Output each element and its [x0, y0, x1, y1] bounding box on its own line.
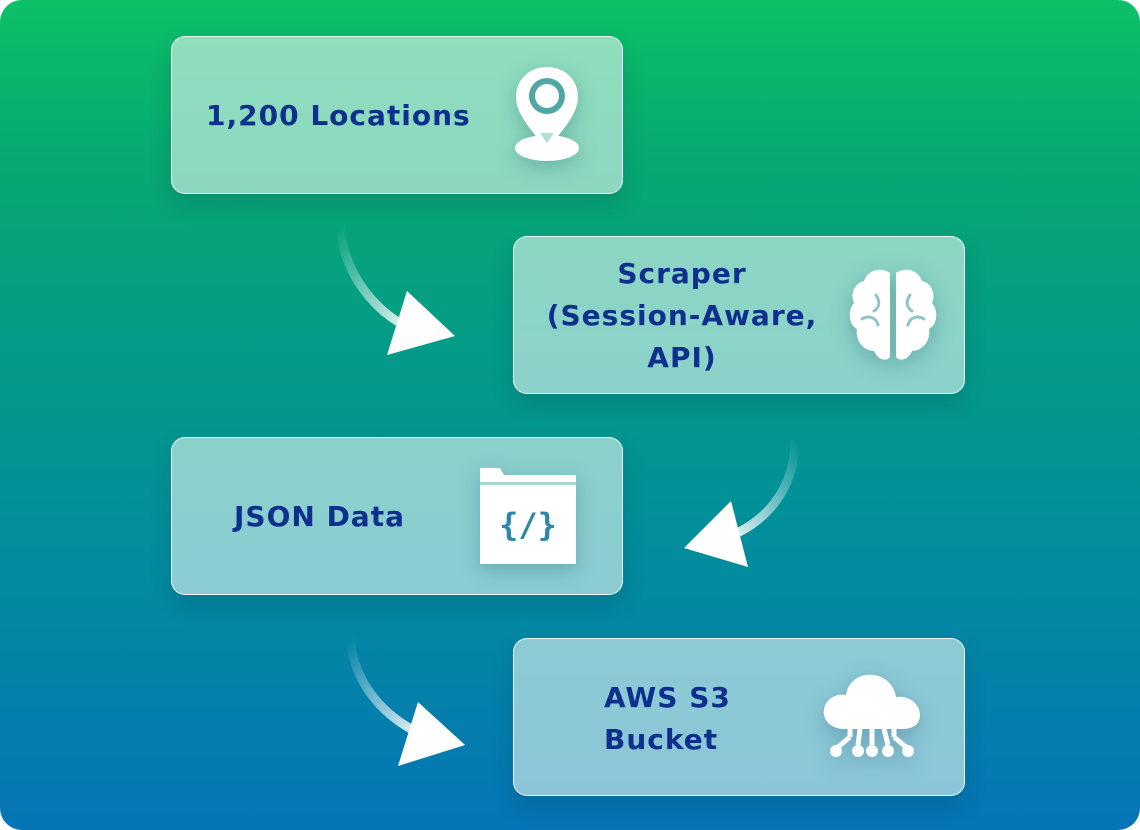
step-label: JSON Data [234, 496, 405, 538]
step-label-line: AWS S3 [604, 681, 731, 714]
arrow-1 [335, 223, 455, 355]
step-card-scraper: Scraper (Session-Aware, API) [513, 236, 965, 394]
arrow-2 [684, 435, 800, 567]
brain-icon [849, 269, 937, 360]
step-card-s3: AWS S3 Bucket [513, 638, 965, 796]
step-label-line: (Session-Aware, [546, 299, 818, 332]
step-card-locations: 1,200 Locations [171, 36, 623, 194]
step-label-line: JSON Data [234, 500, 405, 533]
step-label: 1,200 Locations [206, 95, 471, 137]
step-label: AWS S3 Bucket [604, 677, 731, 761]
cloud-network-icon [823, 674, 920, 757]
step-card-json: JSON Data {/} [171, 437, 623, 595]
step-label-line: Scraper [617, 257, 747, 290]
step-label-line: Bucket [604, 723, 719, 756]
location-pin-icon [515, 67, 579, 161]
code-icon-glyph: {/} [499, 506, 557, 544]
step-label-line: API) [647, 341, 717, 374]
step-label: Scraper (Session-Aware, API) [542, 253, 822, 379]
step-label-line: 1,200 Locations [206, 99, 471, 132]
code-window-icon: {/} [480, 468, 576, 564]
arrow-3 [345, 635, 465, 766]
